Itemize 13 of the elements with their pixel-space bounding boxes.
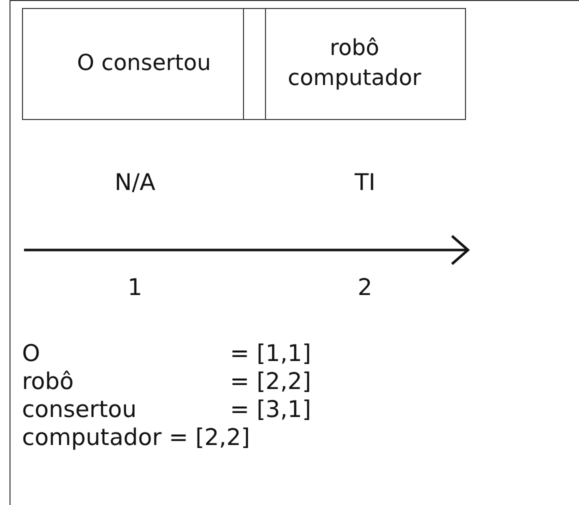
mapping-text: computador = [2,2] xyxy=(22,424,250,452)
mapping-text: = [3,1] xyxy=(230,396,312,424)
table-cell: O consertou xyxy=(22,8,266,120)
tick-label: 1 xyxy=(128,275,142,301)
mapping-text: consertou xyxy=(22,396,137,424)
mapping-text: = [2,2] xyxy=(230,368,312,396)
tick-label: 2 xyxy=(358,275,372,301)
axis-category-label: TI xyxy=(354,170,376,196)
mapping-text: O xyxy=(22,340,40,368)
mapping-text: robô xyxy=(22,368,74,396)
axis-category-label: N/A xyxy=(114,170,156,196)
table-cell: robô computador xyxy=(243,8,466,120)
mapping-text: = [1,1] xyxy=(230,340,312,368)
